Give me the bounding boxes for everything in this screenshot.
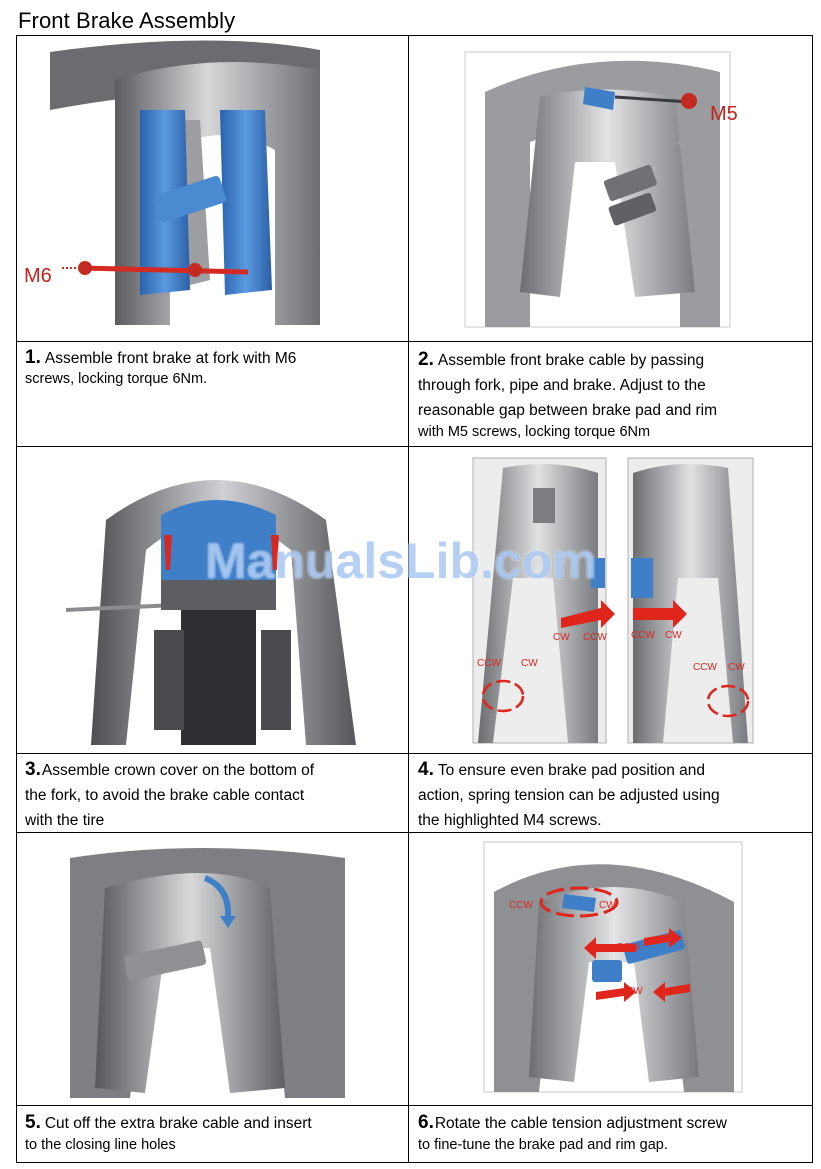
step-text: Assemble front brake at fork with M6 <box>44 350 297 367</box>
step-text: Assemble crown cover on the bottom of <box>41 762 315 779</box>
step6-caption: 6.Rotate the cable tension adjustment sc… <box>418 1110 810 1158</box>
svg-text:CW: CW <box>626 986 643 997</box>
assembly-table <box>16 35 813 1163</box>
step2-caption: 2.Assemble front brake cable by passing … <box>418 347 810 445</box>
step-text: To ensure even brake pad position and <box>437 762 705 779</box>
step-text: to the closing line holes <box>25 1137 176 1153</box>
step4-caption: 4.To ensure even brake pad position and … <box>418 757 810 833</box>
svg-text:CCW: CCW <box>631 630 655 641</box>
step-text: the fork, to avoid the brake cable conta… <box>25 787 305 804</box>
arrow-left <box>561 600 615 628</box>
screw-m5 <box>681 93 697 109</box>
step3-caption: 3.Assemble crown cover on the bottom of … <box>25 757 405 833</box>
step-number: 1. <box>25 347 41 368</box>
svg-text:CCW: CCW <box>616 942 640 953</box>
cable-adjuster <box>583 87 615 110</box>
step-number: 5. <box>25 1112 41 1133</box>
table-col-divider <box>408 35 409 1163</box>
step1-caption: 1.Assemble front brake at fork with M6 s… <box>25 345 405 392</box>
svg-text:CCW: CCW <box>509 900 533 911</box>
screw-m6-left <box>78 261 92 275</box>
step-text: action, spring tension can be adjusted u… <box>418 787 720 804</box>
svg-text:CCW: CCW <box>583 632 607 643</box>
step-text: to fine-tune the brake pad and rim gap. <box>418 1137 668 1153</box>
step-text: Cut off the extra brake cable and insert <box>44 1115 312 1132</box>
step-text: Assemble front brake cable by passing <box>437 352 705 369</box>
arrow-right <box>633 600 687 628</box>
step-number: 3. <box>25 759 41 780</box>
table-row-divider <box>16 832 813 833</box>
svg-text:CW: CW <box>728 662 745 673</box>
step-text: reasonable gap between brake pad and rim <box>418 402 718 419</box>
step-text: the highlighted M4 screws. <box>418 812 602 829</box>
table-row-divider <box>16 446 813 447</box>
step5-illustration <box>70 848 345 1098</box>
step4-illustration: CW CCW CCW CW CCW CW CCW CW <box>472 457 754 744</box>
cut-arrow <box>203 875 232 919</box>
svg-text:CW: CW <box>599 900 616 911</box>
table-row-divider <box>16 341 813 342</box>
step6-illustration: CCW CW CCW CW <box>483 841 743 1093</box>
brake-arm-right <box>220 110 272 295</box>
step-text: with the tire <box>25 812 105 829</box>
step-text: screws, locking torque 6Nm. <box>25 371 208 387</box>
label-m6: M6 <box>24 265 52 287</box>
table-row-divider <box>16 753 813 754</box>
svg-text:CW: CW <box>553 632 570 643</box>
step-number: 4. <box>418 759 434 780</box>
step-text: with M5 screws, locking torque 6Nm <box>418 424 651 440</box>
step5-caption: 5.Cut off the extra brake cable and inse… <box>25 1110 405 1158</box>
screw-m6-right <box>188 263 202 277</box>
svg-text:CW: CW <box>665 630 682 641</box>
svg-text:CCW: CCW <box>693 662 717 673</box>
step3-illustration <box>65 480 356 745</box>
step-number: 2. <box>418 349 434 370</box>
svg-text:CCW: CCW <box>477 658 501 669</box>
svg-text:CW: CW <box>521 658 538 669</box>
crown-cover <box>161 500 276 580</box>
step1-illustration: M6 <box>24 40 320 325</box>
table-row-divider <box>16 1105 813 1106</box>
label-m5: M5 <box>710 103 738 125</box>
page-title: Front Brake Assembly <box>18 8 236 33</box>
tension-adjuster <box>562 894 596 912</box>
step2-illustration: M5 <box>464 51 738 328</box>
step-number: 6. <box>418 1112 434 1133</box>
step-text: through fork, pipe and brake. Adjust to … <box>418 377 706 394</box>
step-text: Rotate the cable tension adjustment scre… <box>434 1115 727 1132</box>
